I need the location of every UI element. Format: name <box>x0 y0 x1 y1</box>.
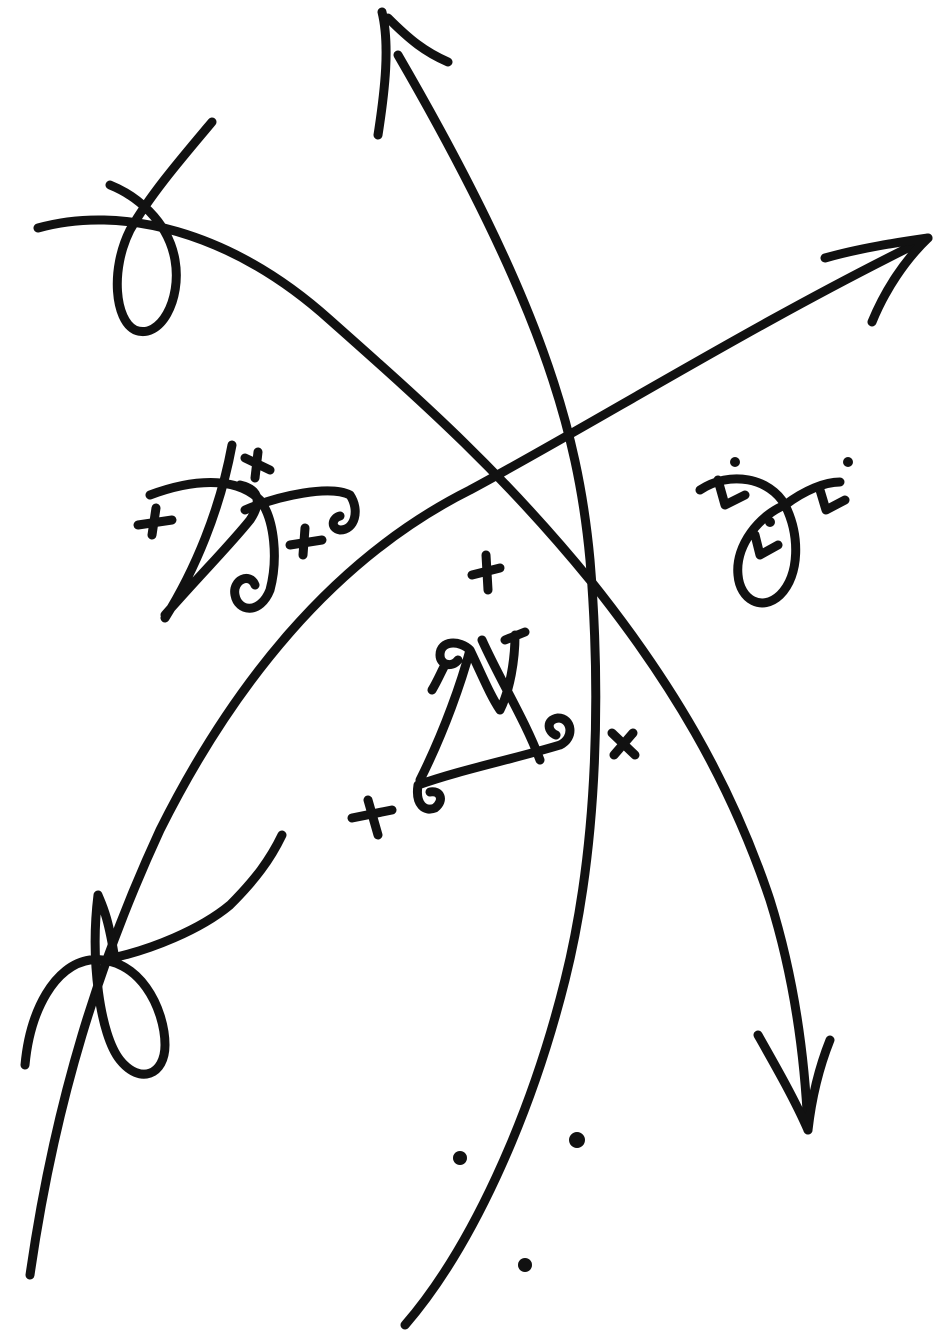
left-sigil-cross-1b <box>147 503 161 540</box>
ink-dot <box>765 517 775 527</box>
center-cross-top-b <box>481 550 493 595</box>
left-sigil-cross-2b <box>250 447 263 483</box>
right-sigil-marks <box>713 475 850 560</box>
top-left-loop <box>105 117 217 336</box>
bottom-left-loop <box>20 830 287 1079</box>
center-cross-right-b <box>609 728 638 760</box>
left-sigil-swirl <box>145 478 360 613</box>
up-arrowhead <box>373 7 453 140</box>
center-cross-left-b <box>363 795 383 840</box>
center-sigil <box>412 627 575 814</box>
ink-dot <box>569 1132 585 1148</box>
ink-dot <box>843 457 853 467</box>
up-arrow-curve <box>393 50 601 1330</box>
right-sigil <box>695 474 845 608</box>
ink-dot <box>730 457 740 467</box>
down-arrowhead <box>753 1030 835 1135</box>
ink-dot <box>453 1151 467 1165</box>
left-sigil-triangle <box>160 440 262 623</box>
left-sigil-cross-3b <box>298 523 310 560</box>
down-arrow-curve <box>33 215 813 1135</box>
ink-dot <box>518 1258 532 1272</box>
right-arrow-curve <box>25 233 933 1280</box>
right-arrowhead <box>820 233 933 327</box>
